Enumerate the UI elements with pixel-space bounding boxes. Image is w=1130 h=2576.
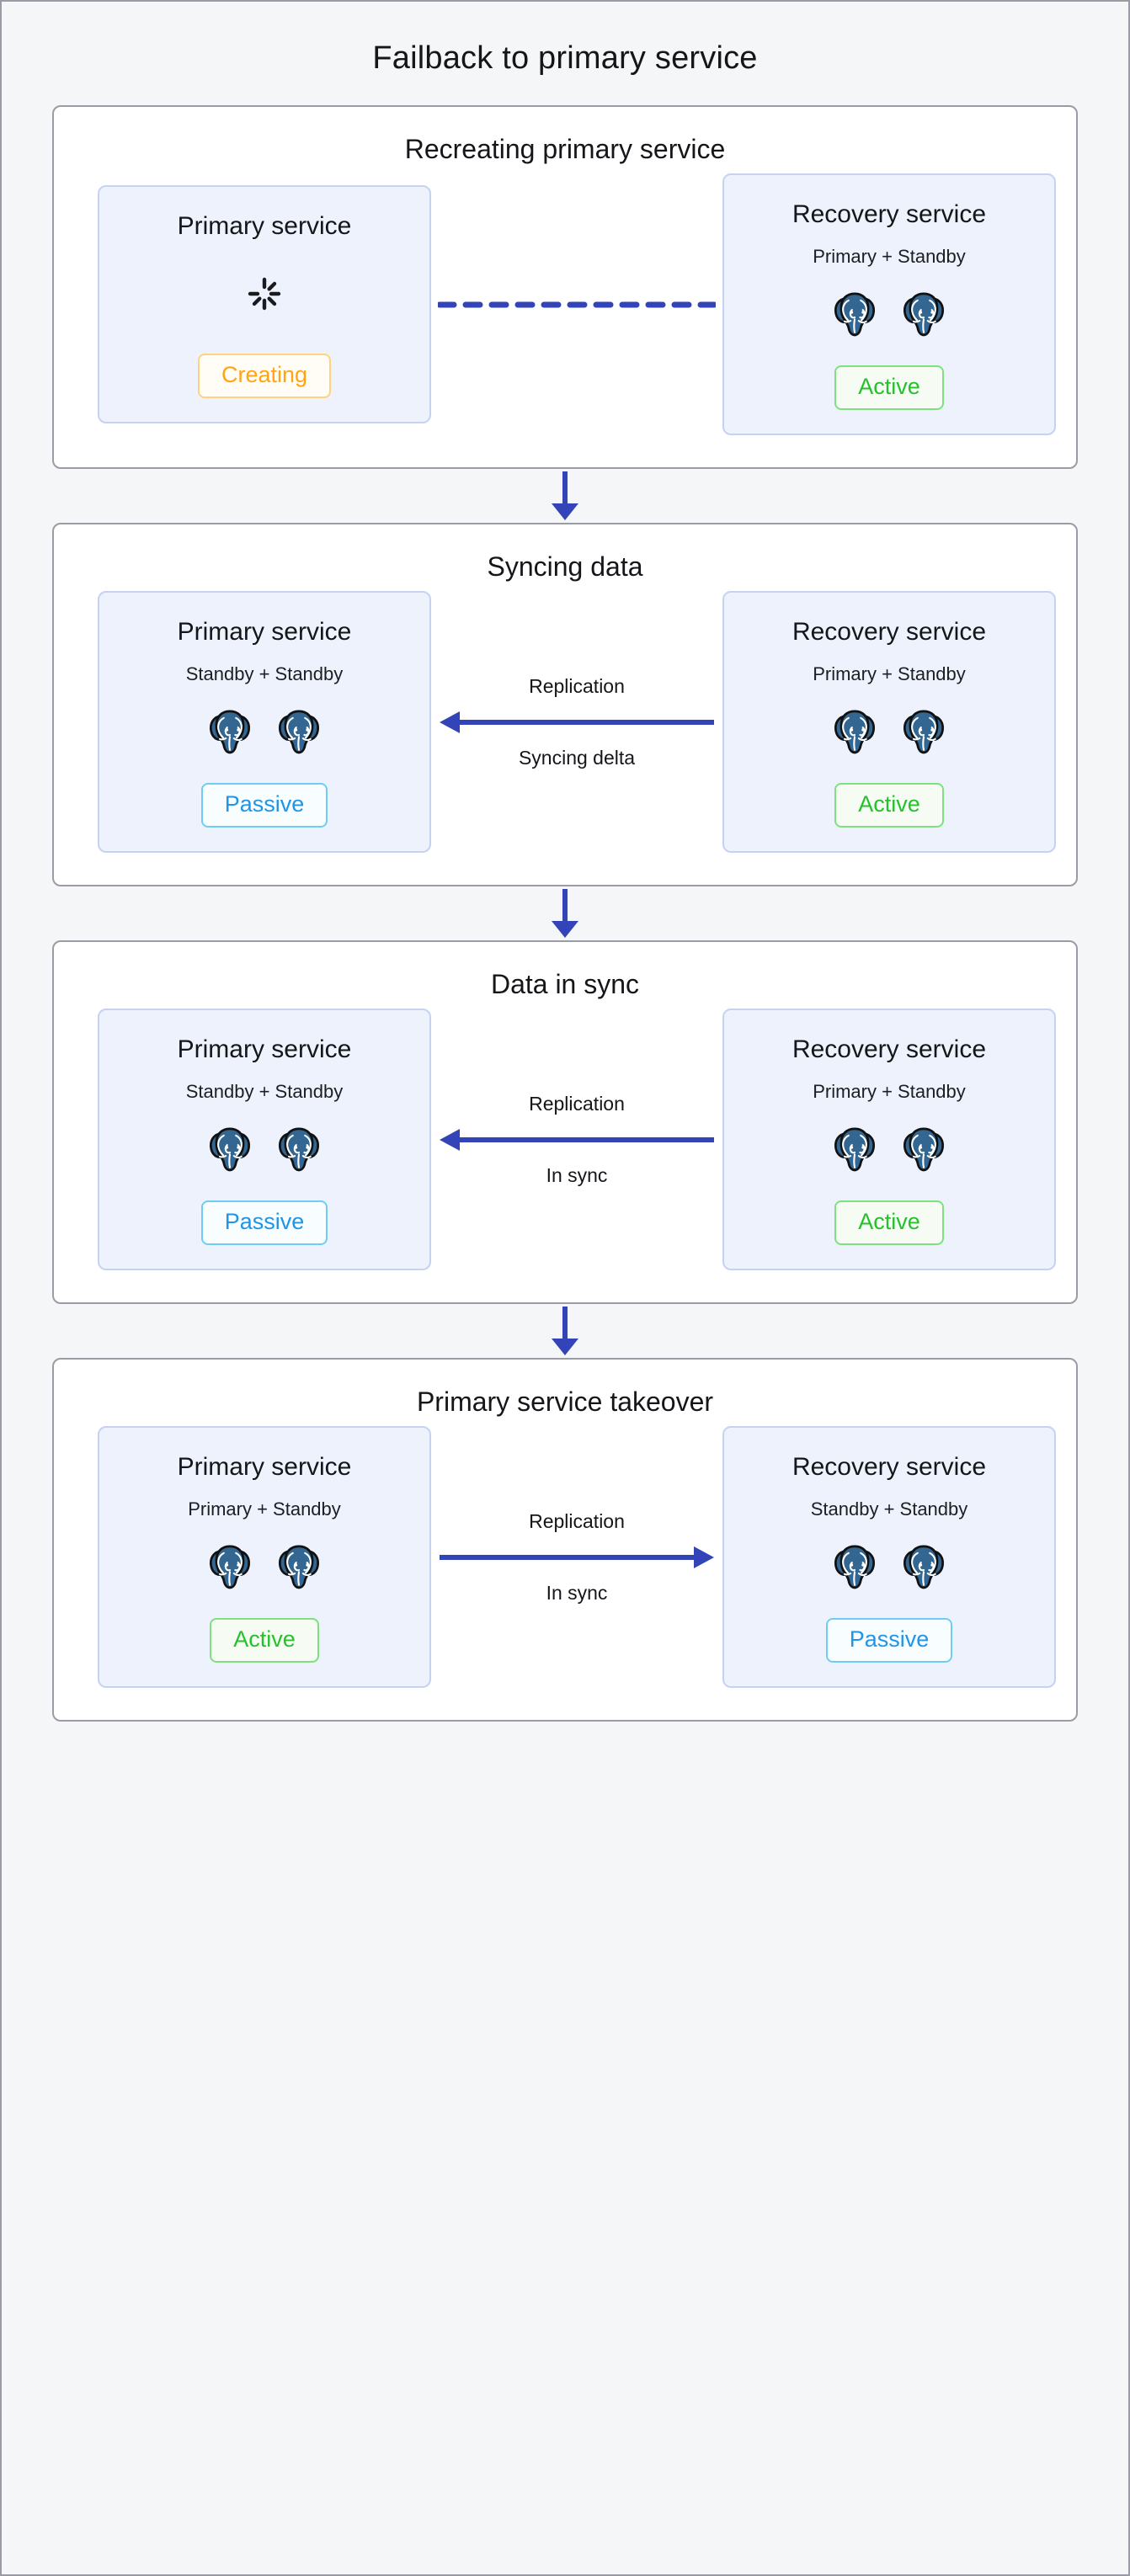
postgres-elephant-icon [834, 1545, 876, 1589]
replication-connector: Replication In sync [431, 1093, 722, 1187]
database-node-list [208, 1125, 321, 1174]
postgres-elephant-icon [209, 1545, 251, 1589]
replication-connector [431, 290, 722, 319]
service-name: Recovery service [792, 618, 987, 646]
postgres-elephant-icon [903, 1127, 945, 1172]
postgres-elephant-icon [278, 1127, 320, 1172]
database-node-list [833, 1542, 946, 1591]
connector-label-top: Replication [529, 674, 625, 697]
service-topology: Primary + Standby [813, 1081, 966, 1102]
database-node-list [833, 1125, 946, 1174]
database-node-list [833, 290, 946, 338]
stage-transition-arrow [52, 469, 1078, 523]
postgres-elephant-icon [834, 710, 876, 754]
postgres-elephant-icon [903, 1545, 945, 1589]
stage-transition-arrow [52, 1304, 1078, 1358]
status-badge[interactable]: Creating [197, 354, 332, 398]
status-badge[interactable]: Active [834, 1200, 944, 1245]
replication-connector: Replication Syncing delta [431, 675, 722, 769]
connector-label-top: Replication [529, 1509, 625, 1532]
service-name: Primary service [177, 1453, 352, 1481]
connector-label-top: Replication [529, 1092, 625, 1115]
status-badge[interactable]: Active [210, 1618, 319, 1663]
stage-transition-arrow [52, 886, 1078, 940]
status-badge[interactable]: Passive [200, 1200, 328, 1245]
status-badge[interactable]: Active [834, 365, 944, 410]
stage-title: Primary service takeover [416, 1386, 714, 1417]
stage-title: Recreating primary service [404, 134, 726, 164]
arrow-down-icon [552, 1307, 578, 1355]
postgres-elephant-icon [834, 1127, 876, 1172]
stage-title: Syncing data [487, 551, 643, 582]
arrow-left-icon [440, 711, 714, 733]
database-node-list [208, 707, 321, 756]
connector-label-bottom: In sync [546, 1581, 608, 1604]
database-node-list [833, 707, 946, 756]
arrow-left-icon [440, 1128, 714, 1151]
service-topology: Primary + Standby [188, 1498, 341, 1520]
service-topology: Primary + Standby [813, 663, 966, 684]
arrow-down-icon [552, 889, 578, 938]
stage-panel-4: Primary service takeover Primary service… [52, 1358, 1078, 1722]
postgres-elephant-icon [834, 292, 876, 337]
service-topology: Primary + Standby [813, 246, 966, 267]
loading-spinner-icon [248, 277, 281, 311]
postgres-elephant-icon [278, 1545, 320, 1589]
page-title: Failback to primary service [372, 40, 758, 76]
database-node-list [208, 1542, 321, 1591]
status-badge[interactable]: Active [834, 783, 944, 828]
connector-label-bottom: In sync [546, 1163, 608, 1186]
postgres-elephant-icon [209, 710, 251, 754]
service-name: Recovery service [792, 1453, 987, 1481]
service-name: Recovery service [792, 1035, 987, 1063]
service-spinner [245, 269, 284, 318]
stage-panel-1: Recreating primary service Primary servi… [52, 105, 1078, 469]
dashed-link-icon [438, 301, 716, 307]
service-name: Primary service [177, 212, 352, 240]
stage-list: Recreating primary service Primary servi… [52, 105, 1078, 1722]
stage-body: Primary service Creating Recovery servic… [54, 173, 1076, 435]
status-badge[interactable]: Passive [200, 783, 328, 828]
stage-title: Data in sync [490, 969, 640, 999]
service-topology: Standby + Standby [810, 1498, 968, 1520]
service-topology: Standby + Standby [185, 663, 344, 684]
service-name: Recovery service [792, 200, 987, 228]
postgres-elephant-icon [903, 292, 945, 337]
service-topology: Standby + Standby [185, 1081, 344, 1102]
arrow-down-icon [552, 471, 578, 520]
service-name: Primary service [177, 618, 352, 646]
connector-label-bottom: Syncing delta [518, 746, 636, 769]
arrow-right-icon [440, 1546, 714, 1568]
replication-connector: Replication In sync [431, 1510, 722, 1605]
service-card-primary[interactable]: Primary service Creating [98, 185, 431, 423]
postgres-elephant-icon [278, 710, 320, 754]
postgres-elephant-icon [903, 710, 945, 754]
postgres-elephant-icon [209, 1127, 251, 1172]
status-badge[interactable]: Passive [825, 1618, 953, 1663]
service-name: Primary service [177, 1035, 352, 1063]
